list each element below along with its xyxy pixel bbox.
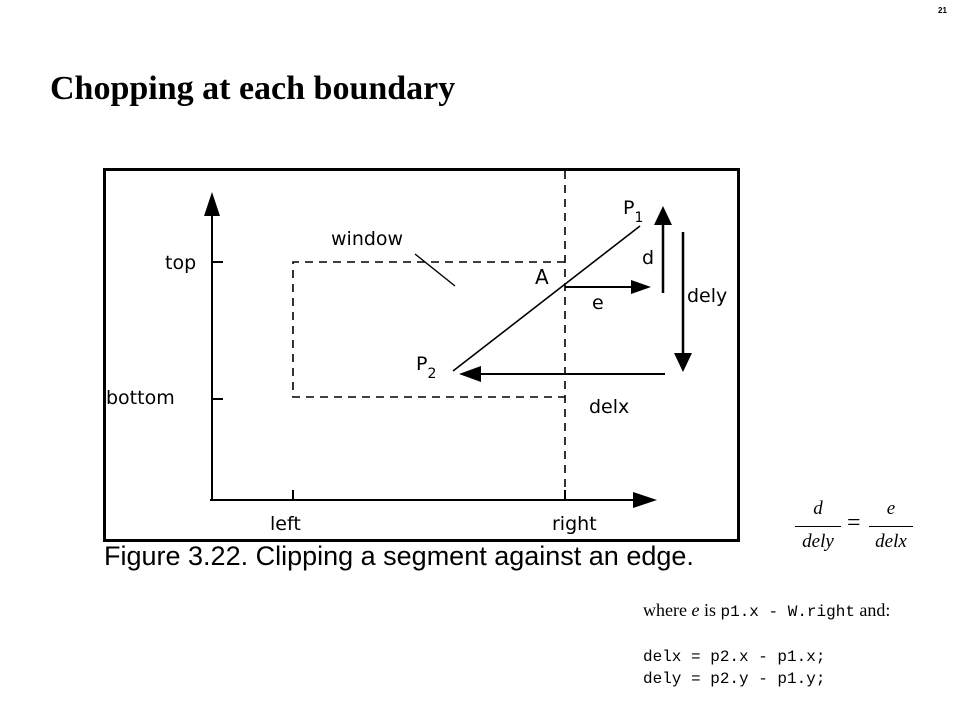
dely-label: dely: [687, 285, 727, 307]
e-label: e: [592, 292, 604, 314]
window-rect: [292, 261, 565, 398]
e-variable: e: [691, 600, 700, 620]
p2-label: P2: [416, 353, 436, 382]
window-label: window: [331, 228, 403, 250]
x-axis-arrowhead: [633, 492, 657, 508]
left-label: left: [270, 513, 301, 535]
figure-canvas: top bottom left right window A P1 P2 d e…: [103, 168, 740, 542]
and-word: and:: [859, 600, 891, 620]
is-word: is: [703, 600, 716, 620]
left-numerator: d: [813, 498, 823, 519]
right-numerator: e: [886, 498, 896, 519]
top-label: top: [165, 252, 196, 274]
code-line-dely: dely = p2.y - p1.y;: [643, 670, 826, 688]
y-axis-arrowhead: [204, 192, 220, 216]
d-arrowhead: [654, 206, 672, 225]
slide-title: Chopping at each boundary: [50, 70, 456, 107]
d-label: d: [642, 247, 654, 269]
equals-sign: =: [847, 510, 861, 536]
figure-frame: [103, 168, 740, 542]
figure-caption: Figure 3.22. Clipping a segment against …: [104, 541, 694, 571]
window-pointer: [414, 253, 456, 287]
code-line-delx: delx = p2.x - p1.x;: [643, 648, 826, 666]
left-fraction: d dely: [795, 498, 841, 553]
bottom-label: bottom: [106, 387, 175, 409]
page-number: 21: [938, 6, 947, 15]
point-a-label: A: [535, 265, 549, 289]
where-line: where e is p1.x - W.right and:: [643, 600, 890, 621]
segment-p1-p2: [452, 225, 641, 372]
left-denominator: dely: [795, 526, 841, 553]
e-arrowhead: [631, 280, 651, 294]
right-denominator: delx: [869, 526, 913, 553]
code-block: delx = p2.x - p1.x; dely = p2.y - p1.y;: [643, 646, 825, 690]
delx-arrowhead: [459, 366, 481, 382]
where-prefix: where: [643, 600, 687, 620]
dely-arrowhead: [674, 353, 692, 372]
delx-label: delx: [589, 396, 629, 418]
clipping-figure: top bottom left right window A P1 P2 d e…: [103, 168, 743, 544]
p1-label: P1: [623, 197, 643, 226]
right-fraction: e delx: [869, 498, 913, 553]
e-expression: p1.x - W.right: [720, 603, 855, 621]
right-label: right: [552, 513, 597, 535]
